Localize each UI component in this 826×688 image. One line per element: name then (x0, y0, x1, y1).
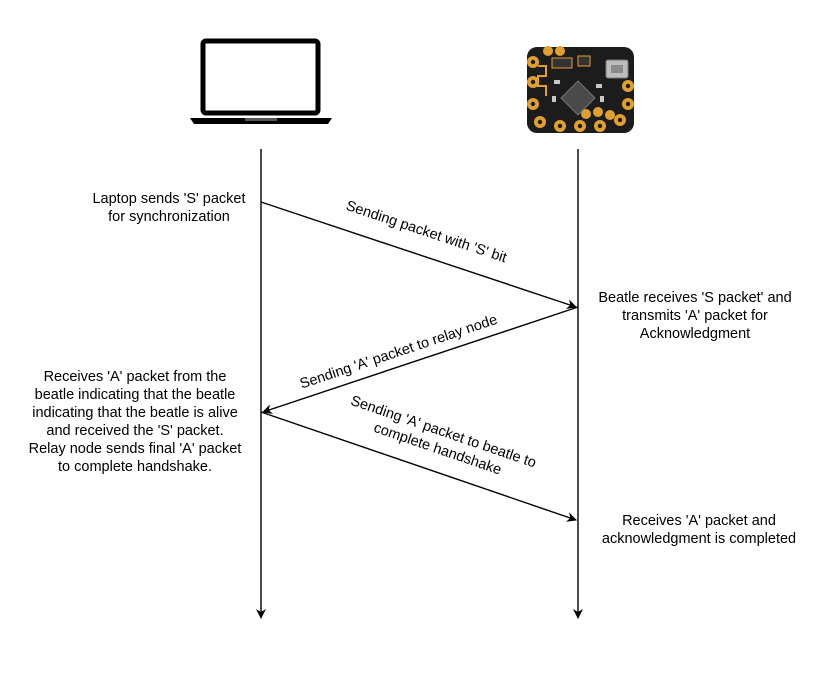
note-line: transmits 'A' packet for (622, 308, 768, 324)
note-line: Acknowledgment (639, 326, 751, 342)
beetle-board-icon (527, 46, 634, 133)
note-line: to complete handshake. (58, 459, 212, 475)
note-line: Relay node sends final 'A' packet (28, 441, 242, 457)
note-line: for synchronization (108, 209, 230, 225)
note-relay-receives: Receives 'A' packet from the beatle indi… (10, 368, 260, 476)
note-line: beatle indicating that the beatle (34, 387, 236, 403)
note-line: and received the 'S' packet. (46, 423, 224, 439)
note-line: acknowledgment is completed (601, 531, 797, 547)
note-line: Beatle receives 'S packet' and (598, 290, 792, 306)
message-label: Sending 'A' packet to relay node (298, 312, 500, 393)
note-laptop-sync: Laptop sends 'S' packet for synchronizat… (84, 190, 254, 226)
note-line: Receives 'A' packet and (622, 513, 776, 529)
message-arrow-a-packet-final (260, 411, 577, 522)
message-arrow-a-packet-relay (262, 306, 579, 414)
message-label: Sending packet with 'S' bit (344, 198, 509, 266)
laptop-icon (190, 38, 332, 124)
note-line: Laptop sends 'S' packet (92, 191, 246, 207)
note-line: Receives 'A' packet from the (43, 369, 227, 385)
note-beatle-receives: Beatle receives 'S packet' and transmits… (584, 289, 806, 343)
message-arrow-s-packet (260, 201, 577, 309)
note-line: indicating that the beatle is alive (32, 405, 238, 421)
note-beatle-final: Receives 'A' packet and acknowledgment i… (586, 512, 812, 548)
